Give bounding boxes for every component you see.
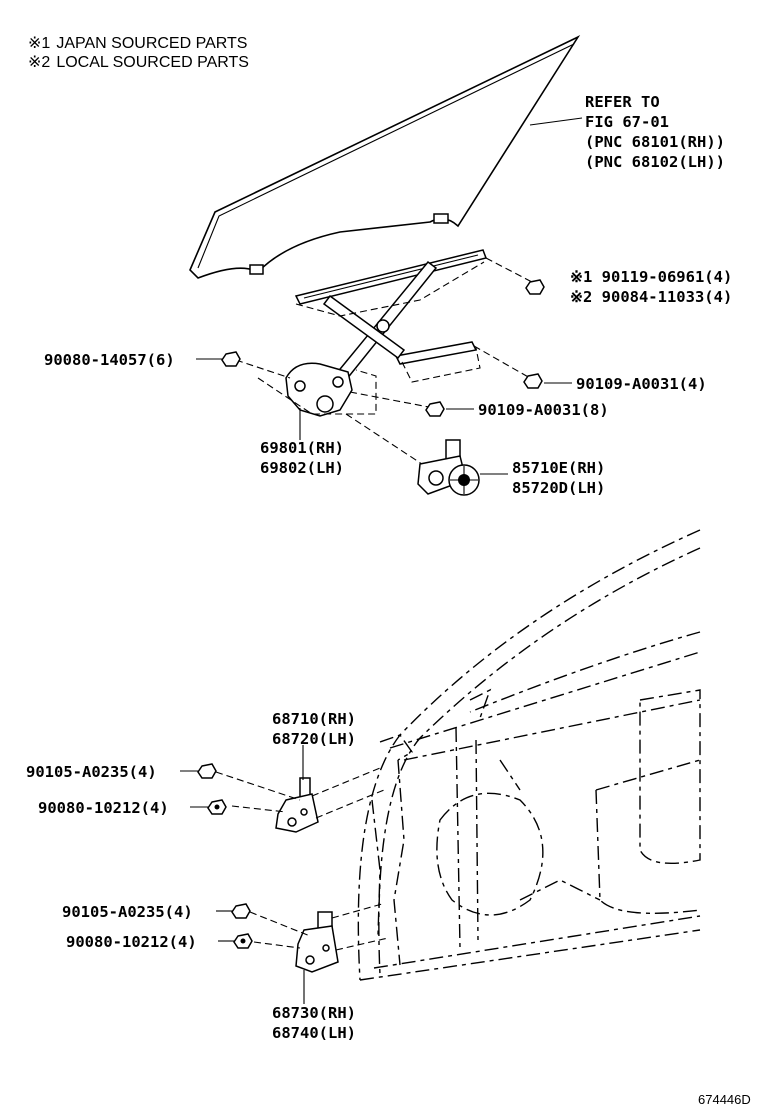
callout-bolt-local: ※2 90084-11033(4) bbox=[570, 288, 732, 306]
bolt-icon bbox=[425, 401, 445, 417]
refer-line4: (PNC 68102(LH)) bbox=[585, 153, 725, 171]
door-glass bbox=[189, 35, 581, 279]
callout-upper-hinge-rh: 68710(RH) bbox=[272, 710, 356, 728]
refer-line2: FIG 67-01 bbox=[585, 113, 669, 131]
callout-regulator-lh: 69802(LH) bbox=[260, 459, 344, 477]
lower-hinge bbox=[295, 911, 339, 973]
vehicle-body bbox=[357, 529, 701, 981]
bolt-icon bbox=[221, 351, 241, 367]
callout-regulator-rh: 69801(RH) bbox=[260, 439, 344, 457]
callout-lh-bolt: 90105-A0235(4) bbox=[62, 903, 193, 921]
refer-line1: REFER TO bbox=[585, 93, 660, 111]
callout-uh-bolt: 90105-A0235(4) bbox=[26, 763, 157, 781]
callout-bolt-a8: 90109-A0031(8) bbox=[478, 401, 609, 419]
callout-bolt-6: 90080-14057(6) bbox=[44, 351, 175, 369]
callout-lh-nut: 90080-10212(4) bbox=[66, 933, 197, 951]
callout-motor-rh: 85710E(RH) bbox=[512, 459, 605, 477]
callout-lower-hinge-lh: 68740(LH) bbox=[272, 1024, 356, 1042]
window-regulator bbox=[285, 249, 487, 417]
bolt-icon bbox=[525, 279, 545, 295]
nut-icon bbox=[233, 933, 253, 949]
bolt-icon bbox=[231, 903, 251, 919]
bolt-icon bbox=[523, 373, 543, 389]
nut-icon bbox=[207, 799, 227, 815]
figure-code: 674446D bbox=[698, 1092, 751, 1107]
callout-bolt-a4: 90109-A0031(4) bbox=[576, 375, 707, 393]
refer-leader bbox=[529, 117, 583, 126]
upper-hinge bbox=[275, 777, 319, 833]
window-motor bbox=[417, 439, 480, 496]
callout-bolt-japan: ※1 90119-06961(4) bbox=[570, 268, 732, 286]
callout-lower-hinge-rh: 68730(RH) bbox=[272, 1004, 356, 1022]
callout-uh-nut: 90080-10212(4) bbox=[38, 799, 169, 817]
bolt-icon bbox=[197, 763, 217, 779]
callout-motor-lh: 85720D(LH) bbox=[512, 479, 605, 497]
callout-upper-hinge-lh: 68720(LH) bbox=[272, 730, 356, 748]
refer-line3: (PNC 68101(RH)) bbox=[585, 133, 725, 151]
